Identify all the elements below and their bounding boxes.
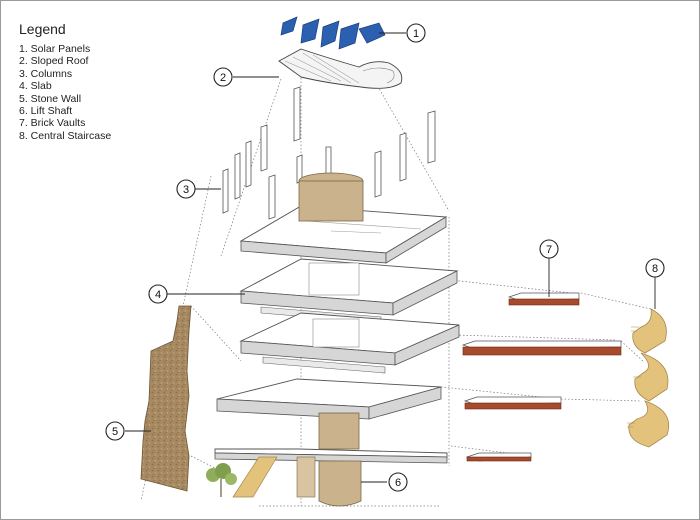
slabs bbox=[214, 205, 460, 464]
slab-level-4 bbox=[239, 205, 448, 264]
legend-item-columns: 3. Columns bbox=[19, 67, 73, 80]
tree-canopy bbox=[225, 473, 237, 485]
callout-number: 1 bbox=[413, 28, 419, 40]
callout-leaders bbox=[125, 32, 656, 483]
legend-item-slab: 4. Slab bbox=[19, 80, 52, 93]
callout-3: 3 bbox=[176, 179, 196, 199]
legend-item-solar-panels: 1. Solar Panels bbox=[19, 43, 91, 55]
callout-number: 2 bbox=[220, 72, 226, 84]
legend-item-lift-shaft: 6. Lift Shaft bbox=[19, 105, 73, 118]
solar-panel bbox=[338, 22, 360, 50]
columns bbox=[222, 86, 436, 220]
callout-number: 5 bbox=[112, 426, 118, 438]
central-staircase bbox=[627, 308, 670, 448]
legend-item-brick-vaults: 7. Brick Vaults bbox=[19, 117, 86, 130]
ground-stair bbox=[232, 456, 278, 498]
legend-item-central-staircase: 8. Central Staircase bbox=[19, 129, 112, 142]
lift-shaft bbox=[296, 172, 364, 507]
callout-8: 8 bbox=[645, 258, 665, 278]
solar-panels bbox=[280, 16, 386, 50]
solar-panel bbox=[358, 22, 386, 44]
callout-number: 8 bbox=[652, 263, 658, 275]
callout-number: 7 bbox=[546, 244, 552, 256]
legend-list: 1. Solar Panels 2. Sloped Roof 3. Column… bbox=[19, 43, 111, 142]
callout-2: 2 bbox=[213, 67, 233, 87]
callout-number: 4 bbox=[155, 289, 161, 301]
solar-panel bbox=[280, 16, 298, 36]
legend-item-sloped-roof: 2. Sloped Roof bbox=[19, 55, 89, 68]
callout-5: 5 bbox=[105, 421, 125, 441]
legend: Legend 1. Solar Panels 2. Sloped Roof 3.… bbox=[19, 21, 111, 142]
callout-number: 3 bbox=[183, 184, 189, 196]
slab-ground bbox=[214, 448, 448, 464]
ground-details bbox=[206, 456, 278, 498]
solar-panel bbox=[300, 18, 320, 44]
callout-1: 1 bbox=[406, 23, 426, 43]
solar-panel bbox=[320, 20, 340, 48]
brick-vaults bbox=[461, 292, 622, 462]
callout-4: 4 bbox=[148, 284, 168, 304]
stone-wall bbox=[140, 305, 192, 492]
legend-title: Legend bbox=[19, 21, 66, 37]
sloped-roof bbox=[278, 48, 403, 89]
callout-number: 6 bbox=[395, 477, 401, 489]
callout-6: 6 bbox=[388, 472, 408, 492]
callout-7: 7 bbox=[539, 239, 559, 259]
legend-item-stone-wall: 5. Stone Wall bbox=[19, 92, 82, 105]
